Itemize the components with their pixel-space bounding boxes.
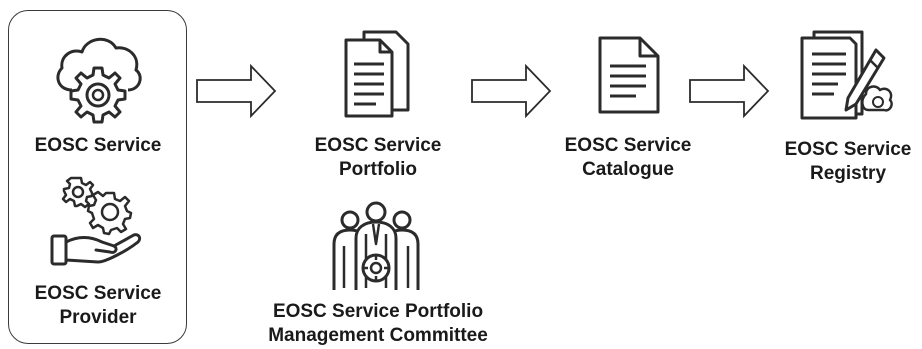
cloud-gear-icon [56,37,142,124]
catalogue-label-line2: Catalogue [582,159,674,180]
committee-people-icon [332,201,420,290]
registry-label-line2: Registry [809,163,887,184]
registry-document-icon [800,30,893,120]
provider-box [8,10,187,344]
portfolio-label-line2: Portfolio [338,159,418,180]
provider-label-line1: EOSC Service [34,283,162,304]
hand-gears-icon [50,176,142,266]
service-label: EOSC Service [34,135,162,156]
portfolio-label-line1: EOSC Service [314,135,442,156]
documents-icon [344,30,410,118]
provider-label-line2: Provider [59,307,137,328]
registry-label-line1: EOSC Service [784,139,912,160]
catalogue-label-line1: EOSC Service [564,135,692,156]
committee-label-line1: EOSC Service Portfolio [272,301,484,322]
arrow-portfolio-to-catalogue [471,64,552,118]
arrow-provider-to-portfolio [196,64,277,118]
committee-label-line2: Management Committee [268,325,488,346]
document-icon [598,36,660,114]
arrow-catalogue-to-registry [689,64,770,118]
